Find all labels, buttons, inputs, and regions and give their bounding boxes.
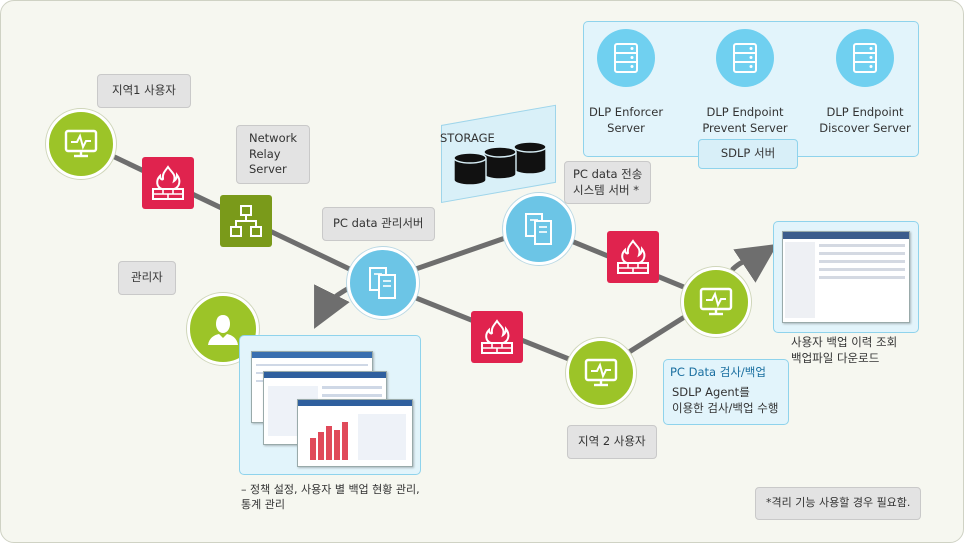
backup-history-screen (782, 231, 910, 323)
firewall-icon (152, 165, 184, 200)
firewall-icon (481, 319, 513, 354)
firewall-3 (471, 311, 523, 363)
server-label-discover: DLP Endpoint Discover Server (819, 105, 911, 135)
region2-user-label: 지역 2 사용자 (567, 425, 657, 459)
database-stack-icon (453, 141, 547, 186)
arrow-to-history-screen (730, 243, 778, 283)
backup-history-label: 사용자 백업 이력 조회 백업파일 다운로드 (791, 335, 898, 365)
pc-data-transfer-server-node (503, 193, 575, 265)
admin-console-screen-front (297, 399, 413, 467)
network-relay-label: Network Relay Server (236, 125, 311, 184)
note-label: *격리 기능 사용할 경우 필요함. (755, 487, 922, 520)
dlp-enforcer-server-node (597, 29, 655, 87)
pc-data-mgmt-label: PC data 관리서버 (322, 207, 435, 241)
server-rack-icon (853, 43, 877, 73)
server-label-enforcer: DLP Enforcer Server (588, 105, 664, 135)
documents-icon (369, 267, 396, 299)
server-rack-icon (614, 43, 638, 73)
admin-label: 관리자 (118, 261, 176, 295)
pc-data-inspect-panel (663, 359, 789, 425)
region2-user-node (566, 338, 636, 408)
firewall-1 (142, 157, 194, 209)
server-label-prevent: DLP Endpoint Prevent Server (702, 105, 788, 135)
monitor-pulse-icon (64, 129, 98, 158)
pc-data-inspect-title: PC Data 검사/백업 (670, 365, 766, 379)
dlp-discover-server-node (836, 29, 894, 87)
admin-desc-label: – 정책 설정, 사용자 별 백업 현황 관리, 통계 관리 (241, 483, 420, 511)
person-icon (208, 315, 238, 345)
dlp-prevent-server-node (716, 29, 774, 87)
documents-icon (525, 213, 552, 245)
server-rack-icon (733, 43, 757, 73)
region1-user-node (46, 109, 116, 179)
arrow-to-admin-screen (314, 284, 352, 329)
network-tree-icon (230, 205, 262, 237)
pc-data-mgmt-server-node (347, 247, 419, 319)
sdlp-server-label: SDLP 서버 (698, 139, 798, 169)
firewall-icon (617, 239, 649, 274)
storage-label: STORAGE (440, 131, 495, 145)
monitor-pulse-icon (584, 358, 618, 387)
network-relay-node (220, 195, 272, 247)
pc-data-inspect-desc: SDLP Agent를 이용한 검사/백업 수행 (672, 385, 779, 415)
pc-data-transfer-label: PC data 전송 시스템 서버 * (564, 161, 652, 205)
firewall-2 (607, 231, 659, 283)
pc-data-inspect-node (681, 267, 751, 337)
monitor-pulse-icon (699, 287, 733, 316)
region1-user-label: 지역1 사용자 (97, 74, 191, 108)
